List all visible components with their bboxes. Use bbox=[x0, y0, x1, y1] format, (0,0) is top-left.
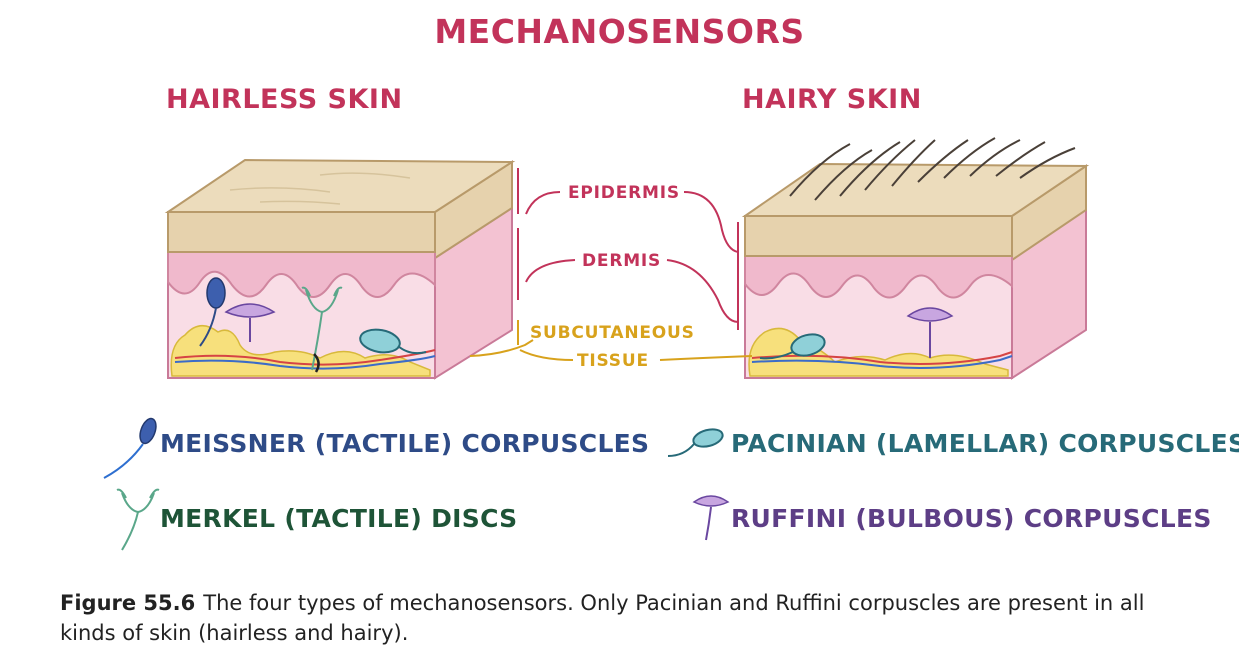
hairs bbox=[789, 137, 1076, 201]
hairless-ruffini-corpuscle bbox=[224, 303, 276, 318]
hairy-skin-block bbox=[741, 137, 1090, 380]
subcutaneous-label-line1: SUBCUTANEOUS bbox=[530, 323, 695, 343]
pacinian-icon bbox=[667, 428, 724, 457]
legend-meissner-label: MEISSNER (TACTILE) CORPUSCLES bbox=[160, 429, 650, 458]
hairy-ruffini-corpuscle bbox=[906, 307, 954, 322]
meissner-icon bbox=[103, 417, 157, 479]
legend-pacinian-label: PACINIAN (LAMELLAR) CORPUSCLES bbox=[731, 429, 1239, 458]
hairless-skin-title: HAIRLESS SKIN bbox=[166, 84, 403, 115]
figure-caption-label: Figure 55.6 bbox=[60, 591, 196, 615]
figure-caption-text: The four types of mechanosensors. Only P… bbox=[60, 591, 1145, 645]
hairless-merkel-disc bbox=[301, 286, 343, 371]
ruffini-icon bbox=[692, 495, 730, 541]
hairy-skin-title: HAIRY SKIN bbox=[742, 84, 922, 115]
hairless-pacinian-corpuscle bbox=[359, 328, 401, 354]
hairy-epidermis bbox=[744, 215, 1013, 257]
hairless-fat bbox=[170, 325, 431, 377]
hairless-epidermis bbox=[167, 211, 436, 253]
hairless-meissner-corpuscle bbox=[206, 277, 226, 309]
dermis-label: DERMIS bbox=[582, 251, 661, 271]
legend-merkel-label: MERKEL (TACTILE) DISCS bbox=[160, 504, 518, 533]
diagram-title: MECHANOSENSORS bbox=[434, 12, 805, 51]
epidermis-label: EPIDERMIS bbox=[568, 183, 680, 203]
hairy-pacinian-corpuscle bbox=[790, 333, 826, 357]
layer-connectors bbox=[469, 168, 753, 361]
legend-ruffini-label: RUFFINI (BULBOUS) CORPUSCLES bbox=[731, 504, 1212, 533]
subcutaneous-label-line2: TISSUE bbox=[577, 351, 649, 371]
merkel-icon bbox=[116, 488, 160, 551]
hairless-skin-block bbox=[164, 158, 516, 380]
